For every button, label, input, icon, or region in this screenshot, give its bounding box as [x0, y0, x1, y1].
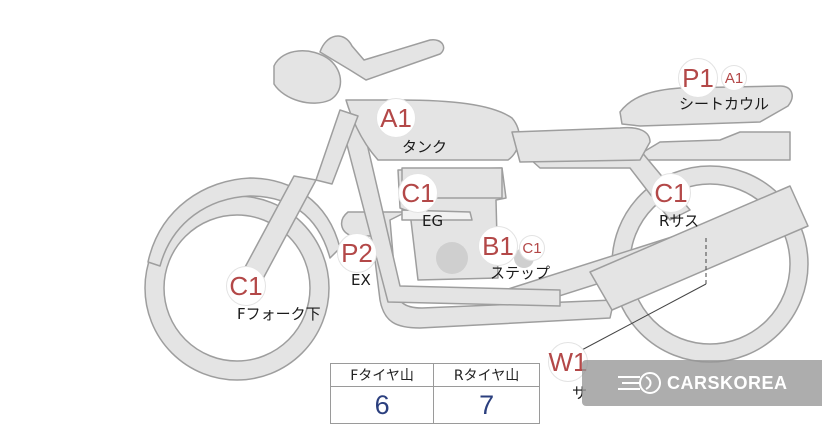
- grade-badge: C1: [226, 266, 266, 306]
- grade-badge: W1: [548, 342, 588, 382]
- muffler: [589, 185, 809, 311]
- watermark-text: CARSKOREA: [667, 373, 788, 393]
- part-label: EX: [351, 271, 371, 289]
- front-tire-value: 6: [329, 386, 435, 424]
- engine-cover: [436, 242, 468, 274]
- grade-badge: C1: [651, 173, 691, 213]
- sub-grade-badge: C1: [519, 235, 545, 261]
- grade-badge: P2: [337, 233, 377, 273]
- handlebar: [319, 35, 445, 81]
- muffler-leader-line: [577, 283, 707, 353]
- grade-badge: B1: [478, 226, 518, 266]
- rear-fender: [629, 131, 791, 161]
- tire-tread-table: Fタイヤ山 Rタイヤ山 6 7: [329, 363, 540, 424]
- sub-grade-badge: A1: [721, 65, 747, 91]
- watermark: CARSKOREA: [582, 360, 822, 406]
- part-label: EG: [422, 212, 444, 230]
- headlight: [273, 50, 342, 104]
- front-tire-header: Fタイヤ山: [329, 363, 435, 387]
- carskorea-logo-icon: [618, 372, 661, 394]
- seat-cowl-part: [619, 85, 793, 127]
- seat: [511, 126, 651, 163]
- fork-upper: [315, 109, 359, 185]
- part-label: タンク: [402, 138, 448, 156]
- part-label: シートカウル: [679, 95, 770, 113]
- part-label: ステップ: [490, 264, 551, 282]
- rear-tire-header: Rタイヤ山: [433, 363, 540, 387]
- grade-badge: P1: [678, 58, 718, 98]
- grade-badge: A1: [376, 98, 416, 138]
- grade-badge: C1: [398, 173, 438, 213]
- part-label: Rサス: [659, 212, 700, 230]
- rear-tire-value: 7: [433, 386, 540, 424]
- part-label: Fフォーク下: [237, 305, 321, 323]
